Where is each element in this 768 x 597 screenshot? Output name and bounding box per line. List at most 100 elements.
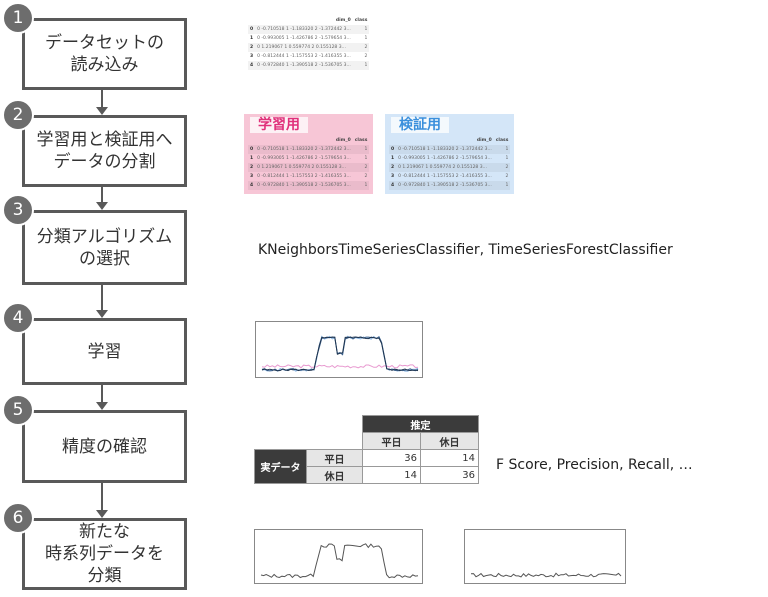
class-cell: 1 bbox=[493, 181, 511, 190]
actual-class-1: 休日 bbox=[306, 466, 363, 484]
column-header: class bbox=[495, 138, 509, 143]
row-index: 3 bbox=[391, 174, 395, 179]
arrow-down-icon bbox=[96, 483, 108, 518]
column-header: dim_0 bbox=[335, 138, 351, 143]
step-number-badge: 5 bbox=[2, 394, 34, 426]
dim-cell: 0 1.219067 1 0.559774 2 0.155128 3... bbox=[255, 43, 353, 52]
class-cell: 1 bbox=[364, 156, 368, 161]
dim-cell: 0 -0.972840 1 -1.390518 2 -1.536705 3... bbox=[255, 181, 353, 190]
dim-cell: 0 -0.993005 1 -1.426786 2 -1.579654 3... bbox=[257, 36, 351, 41]
row-index: 4 bbox=[389, 181, 397, 190]
row-index: 3 bbox=[250, 54, 254, 59]
cell: 14 bbox=[362, 466, 421, 484]
step-label: 新たな 時系列データを 分類 bbox=[45, 522, 164, 586]
class-cell: 1 bbox=[364, 36, 368, 41]
row-index: 2 bbox=[248, 43, 256, 52]
step-label: 学習用と検証用へ データの分割 bbox=[36, 130, 173, 172]
dim-cell: 0 1.219067 1 0.559774 2 0.155128 3... bbox=[396, 163, 494, 172]
row-index: 2 bbox=[389, 163, 397, 172]
column-header: dim_0 bbox=[476, 138, 492, 143]
series-line bbox=[260, 543, 419, 579]
dim-cell: 0 -0.993005 1 -1.426786 2 -1.579654 3... bbox=[257, 156, 351, 161]
dim-cell: 0 -0.812444 1 -1.157553 2 -1.416355 3... bbox=[257, 174, 351, 179]
class-cell: 1 bbox=[352, 61, 370, 70]
actual-class-0: 平日 bbox=[306, 449, 363, 467]
row-index: 1 bbox=[250, 156, 254, 161]
step-box: 学習用と検証用へ データの分割 bbox=[22, 115, 187, 187]
step-box: 分類アルゴリズム の選択 bbox=[22, 210, 187, 285]
row-index: 1 bbox=[391, 156, 395, 161]
pred-header: 推定 bbox=[362, 415, 479, 433]
step-number-badge: 2 bbox=[2, 99, 34, 131]
metrics-text: F Score, Precision, Recall, … bbox=[496, 457, 693, 473]
test-label: 検証用 bbox=[391, 117, 449, 133]
arrow-down-icon bbox=[96, 385, 108, 410]
row-index: 2 bbox=[248, 163, 256, 172]
training-plot bbox=[255, 321, 423, 378]
column-header bbox=[248, 16, 255, 25]
arrow-down-icon bbox=[96, 285, 108, 318]
column-header: class bbox=[354, 138, 368, 143]
step-label: 学習 bbox=[87, 341, 122, 362]
dim-cell: 0 -0.710518 1 -1.183320 2 -1.372442 3... bbox=[396, 145, 494, 154]
class-cell: 2 bbox=[364, 54, 368, 59]
row-index: 3 bbox=[250, 174, 254, 179]
step-label: 精度の確認 bbox=[62, 436, 147, 457]
dim-cell: 0 -0.812444 1 -1.157553 2 -1.416355 3... bbox=[257, 54, 351, 59]
class-cell: 2 bbox=[364, 174, 368, 179]
step-box: 新たな 時系列データを 分類 bbox=[22, 518, 187, 590]
column-header bbox=[248, 136, 255, 145]
row-index: 0 bbox=[248, 25, 256, 34]
pred-class-0: 平日 bbox=[362, 432, 421, 450]
step-box: 学習 bbox=[22, 318, 187, 385]
class-cell: 1 bbox=[352, 181, 370, 190]
step-box: 精度の確認 bbox=[22, 410, 187, 483]
series-line bbox=[261, 336, 419, 372]
column-header bbox=[389, 136, 396, 145]
algorithms-text: KNeighborsTimeSeriesClassifier, TimeSeri… bbox=[258, 242, 673, 258]
step-box: データセットの 読み込み bbox=[22, 18, 187, 90]
series-line bbox=[261, 364, 419, 369]
pred-class-1: 休日 bbox=[420, 432, 479, 450]
dim-cell: 0 -0.972840 1 -1.390518 2 -1.536705 3... bbox=[396, 181, 494, 190]
step-number-badge: 4 bbox=[2, 302, 34, 334]
class-cell: 2 bbox=[505, 174, 509, 179]
row-index: 1 bbox=[250, 36, 254, 41]
row-index: 4 bbox=[248, 181, 256, 190]
series-line bbox=[470, 572, 622, 578]
train-label: 学習用 bbox=[250, 117, 308, 133]
cell: 14 bbox=[420, 449, 479, 467]
dim-cell: 0 -0.710518 1 -1.183320 2 -1.372442 3... bbox=[255, 25, 353, 34]
cell: 36 bbox=[362, 449, 421, 467]
arrow-down-icon bbox=[96, 90, 108, 115]
column-header: dim_0 bbox=[335, 18, 351, 23]
new-series-plot-2 bbox=[464, 529, 626, 584]
dim-cell: 0 -0.972840 1 -1.390518 2 -1.536705 3... bbox=[255, 61, 353, 70]
dim-cell: 0 -0.710518 1 -1.183320 2 -1.372442 3... bbox=[255, 145, 353, 154]
class-cell: 1 bbox=[493, 145, 511, 154]
actual-header: 実データ bbox=[254, 449, 307, 484]
class-cell: 1 bbox=[352, 145, 370, 154]
new-series-plot-1 bbox=[254, 529, 423, 584]
class-cell: 1 bbox=[505, 156, 509, 161]
class-cell: 1 bbox=[352, 25, 370, 34]
step-number-badge: 3 bbox=[2, 194, 34, 226]
step-number-badge: 6 bbox=[2, 502, 34, 534]
